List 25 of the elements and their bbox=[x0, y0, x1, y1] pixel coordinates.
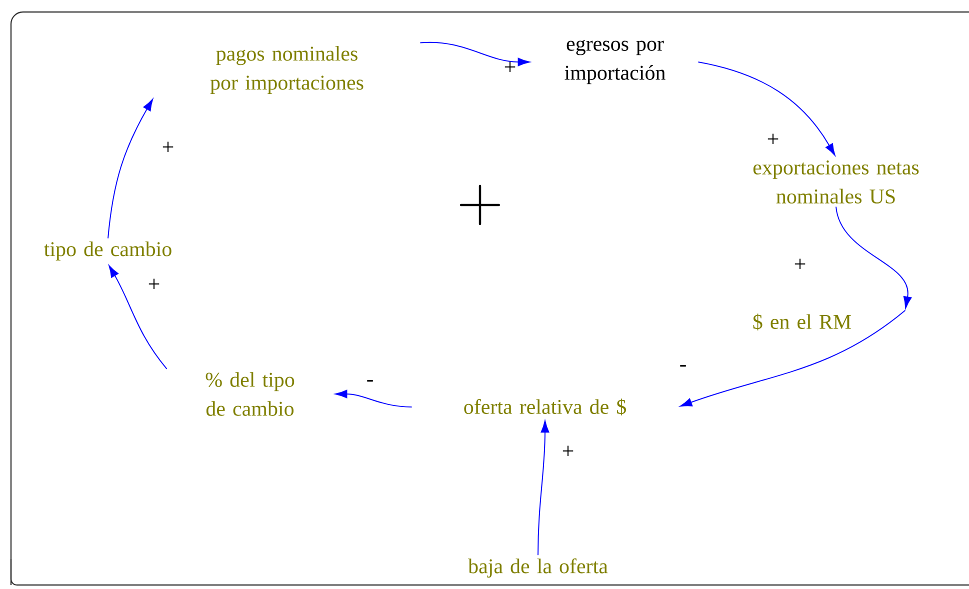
arrow bbox=[538, 420, 550, 556]
variable-label: % del tipo de cambio bbox=[206, 372, 294, 416]
arrow bbox=[698, 62, 836, 156]
variable-label: oferta relativa de $ bbox=[464, 398, 626, 416]
variable-label: egresos por importación bbox=[564, 40, 666, 84]
polarity-sign: - bbox=[680, 365, 686, 367]
variable-label: pagos nominales por importaciones bbox=[210, 46, 364, 94]
polarity-sign: - bbox=[367, 380, 373, 382]
variable-label: baja de la oferta bbox=[468, 558, 608, 578]
loop-polarity-sign: + bbox=[460, 184, 500, 226]
arrow bbox=[420, 42, 530, 66]
polarity-sign: + bbox=[162, 142, 174, 152]
arrow bbox=[335, 390, 412, 408]
polarity-sign: + bbox=[794, 258, 806, 270]
polarity-sign: + bbox=[148, 278, 160, 290]
polarity-sign: + bbox=[562, 446, 574, 456]
variable-label: $ en el RM bbox=[753, 314, 851, 330]
arrow bbox=[680, 310, 906, 407]
arrow bbox=[836, 206, 912, 309]
polarity-sign: + bbox=[504, 62, 516, 72]
arrow bbox=[108, 98, 154, 239]
variable-label: tipo de cambio bbox=[44, 241, 172, 261]
polarity-sign: + bbox=[768, 134, 778, 144]
arrow bbox=[108, 265, 168, 370]
variable-label: exportaciones netas nominales US bbox=[753, 160, 919, 204]
